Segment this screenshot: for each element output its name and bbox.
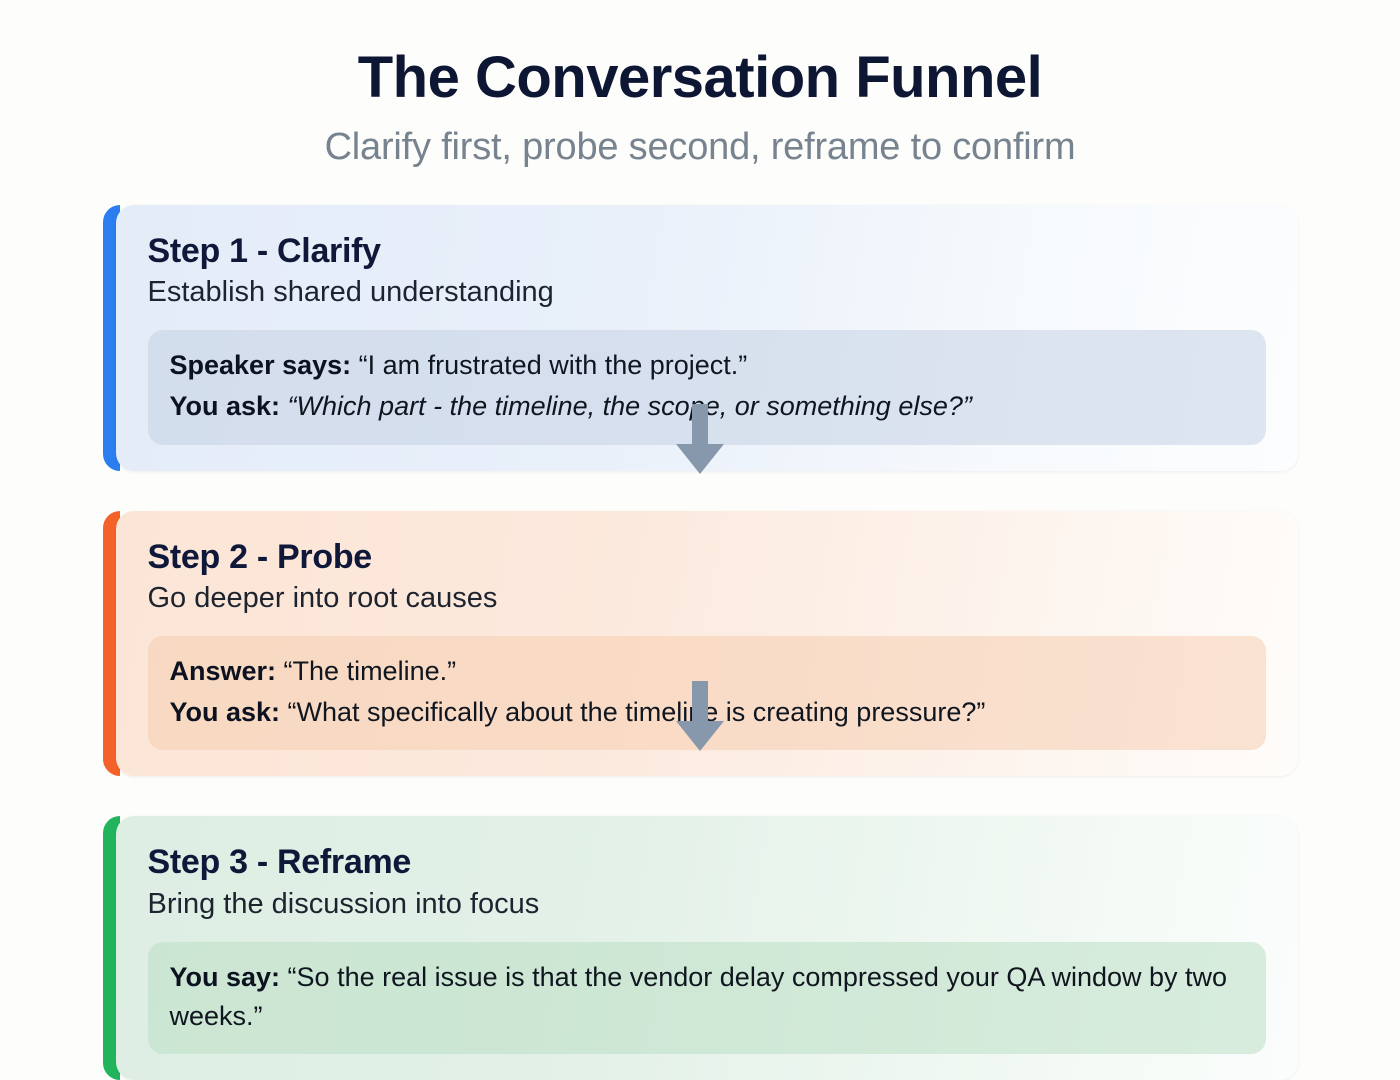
step-1-quote-label-2: You ask: <box>169 391 281 422</box>
step-1-quote-text-1: “I am frustrated with the project.” <box>358 350 748 381</box>
step-3-subtitle: Bring the discussion into focus <box>147 888 540 921</box>
step-3-quote-label-1: You say: <box>169 962 281 993</box>
step-card-1-body: Step 1 - Clarify Establish shared unders… <box>115 204 1298 471</box>
step-2-quote-box: Answer: “The timeline.” You ask: “What s… <box>147 636 1266 751</box>
step-2-quote-text-2: “What specifically about the timeline is… <box>287 697 986 728</box>
step-card-3-body: Step 3 - Reframe Bring the discussion in… <box>115 816 1298 1080</box>
accent-bar-step-1 <box>102 204 120 471</box>
step-2-quote-line-1: Answer: “The timeline.” <box>170 652 1244 691</box>
step-3-quote-text-1: “So the real issue is that the vendor de… <box>169 962 1228 1032</box>
accent-bar-step-3 <box>102 816 120 1080</box>
step-3-quote-box: You say: “So the real issue is that the … <box>147 942 1266 1055</box>
step-1-quote-text-2: “Which part - the timeline, the scope, o… <box>287 391 972 422</box>
step-1-quote-box: Speaker says: “I am frustrated with the … <box>147 330 1266 445</box>
step-2-quote-label-1: Answer: <box>169 656 277 687</box>
page-subtitle: Clarify first, probe second, reframe to … <box>324 125 1076 168</box>
step-1-quote-line-1: Speaker says: “I am frustrated with the … <box>170 346 1244 385</box>
step-card-3: Step 3 - Reframe Bring the discussion in… <box>102 816 1298 1080</box>
step-2-quote-line-2: You ask: “What specifically about the ti… <box>170 693 1244 732</box>
step-2-quote-label-2: You ask: <box>169 697 281 728</box>
page-title: The Conversation Funnel <box>357 45 1043 110</box>
step-3-quote-line-1: You say: “So the real issue is that the … <box>170 958 1244 1036</box>
step-2-title: Step 2 - Probe <box>147 537 373 576</box>
step-1-quote-line-2: You ask: “Which part - the timeline, the… <box>170 387 1244 426</box>
steps-list: Step 1 - Clarify Establish shared unders… <box>102 169 1298 1080</box>
step-2-quote-text-1: “The timeline.” <box>283 656 457 687</box>
step-3-title: Step 3 - Reframe <box>147 843 412 882</box>
step-card-2: Step 2 - Probe Go deeper into root cause… <box>102 510 1298 777</box>
step-card-1: Step 1 - Clarify Establish shared unders… <box>102 204 1298 471</box>
header: The Conversation Funnel Clarify first, p… <box>0 0 1400 169</box>
step-2-subtitle: Go deeper into root causes <box>147 582 498 615</box>
step-1-title: Step 1 - Clarify <box>147 231 382 270</box>
step-1-subtitle: Establish shared understanding <box>147 276 554 309</box>
step-1-quote-label-1: Speaker says: <box>169 350 352 381</box>
step-card-2-body: Step 2 - Probe Go deeper into root cause… <box>115 510 1298 777</box>
accent-bar-step-2 <box>102 510 120 777</box>
